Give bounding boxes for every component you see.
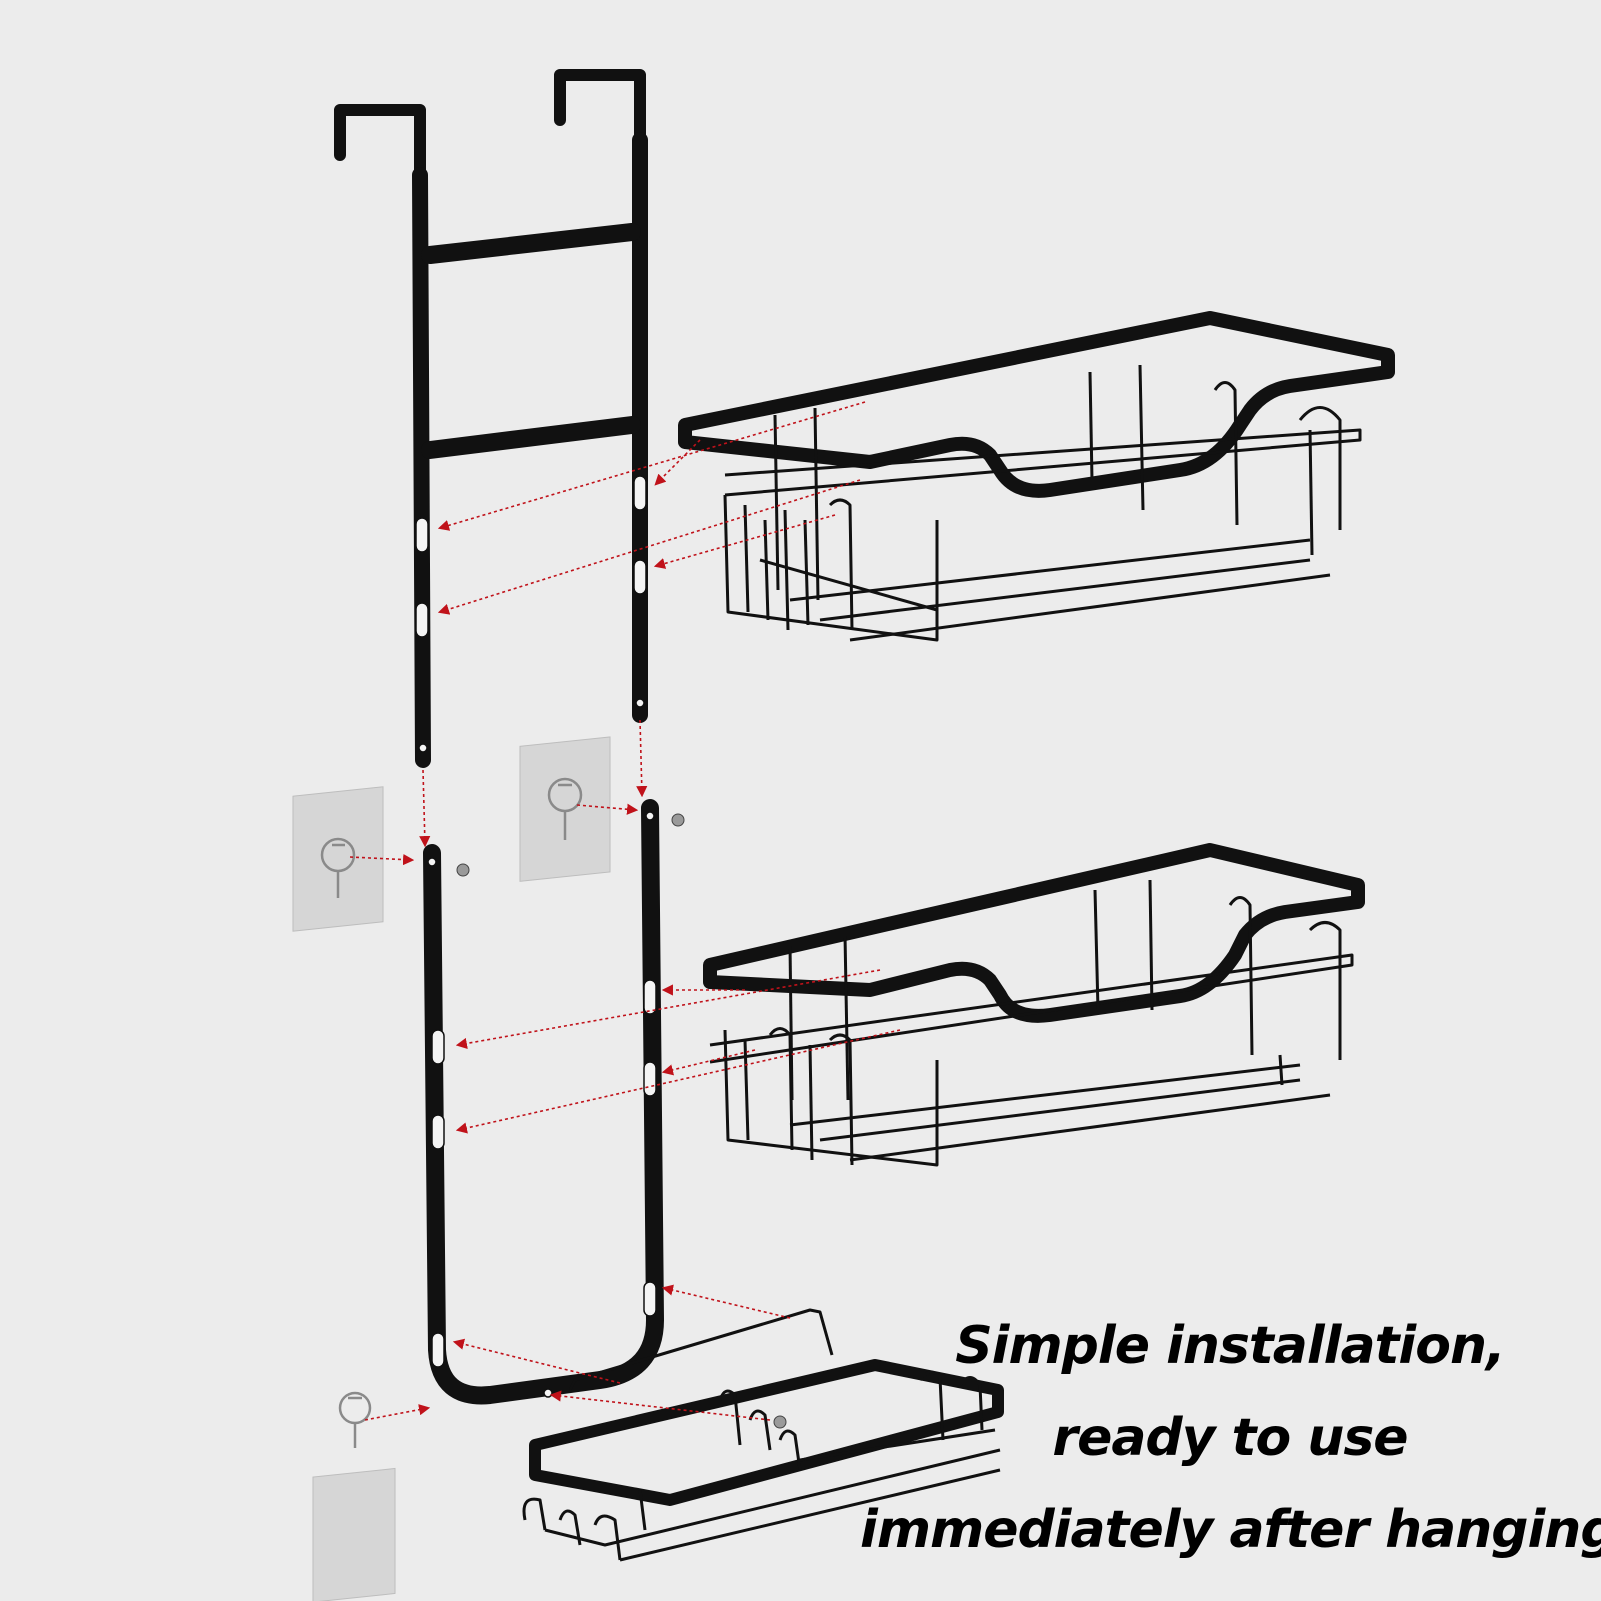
- screw-2: [671, 813, 685, 827]
- middle-basket: [703, 843, 1365, 1167]
- caption-line-1: Simple installation,: [955, 1316, 1506, 1376]
- top-basket: [678, 311, 1395, 642]
- screw-1: [456, 863, 470, 877]
- adhesive-hook-3: [312, 1391, 396, 1601]
- screw-3: [773, 1415, 787, 1429]
- adhesive-hook-2: [519, 736, 611, 882]
- installation-caption: Simple installation, ready to use immedi…: [860, 1300, 1601, 1576]
- upper-hanger-frame: [334, 69, 648, 768]
- caption-line-2: ready to use: [1052, 1408, 1408, 1468]
- caption-line-3: immediately after hanging: [860, 1500, 1601, 1560]
- assembly-arrows: [349, 401, 901, 1421]
- adhesive-hook-1: [292, 786, 384, 932]
- bottom-basket: [522, 1308, 1004, 1562]
- lower-u-frame: [423, 799, 664, 1405]
